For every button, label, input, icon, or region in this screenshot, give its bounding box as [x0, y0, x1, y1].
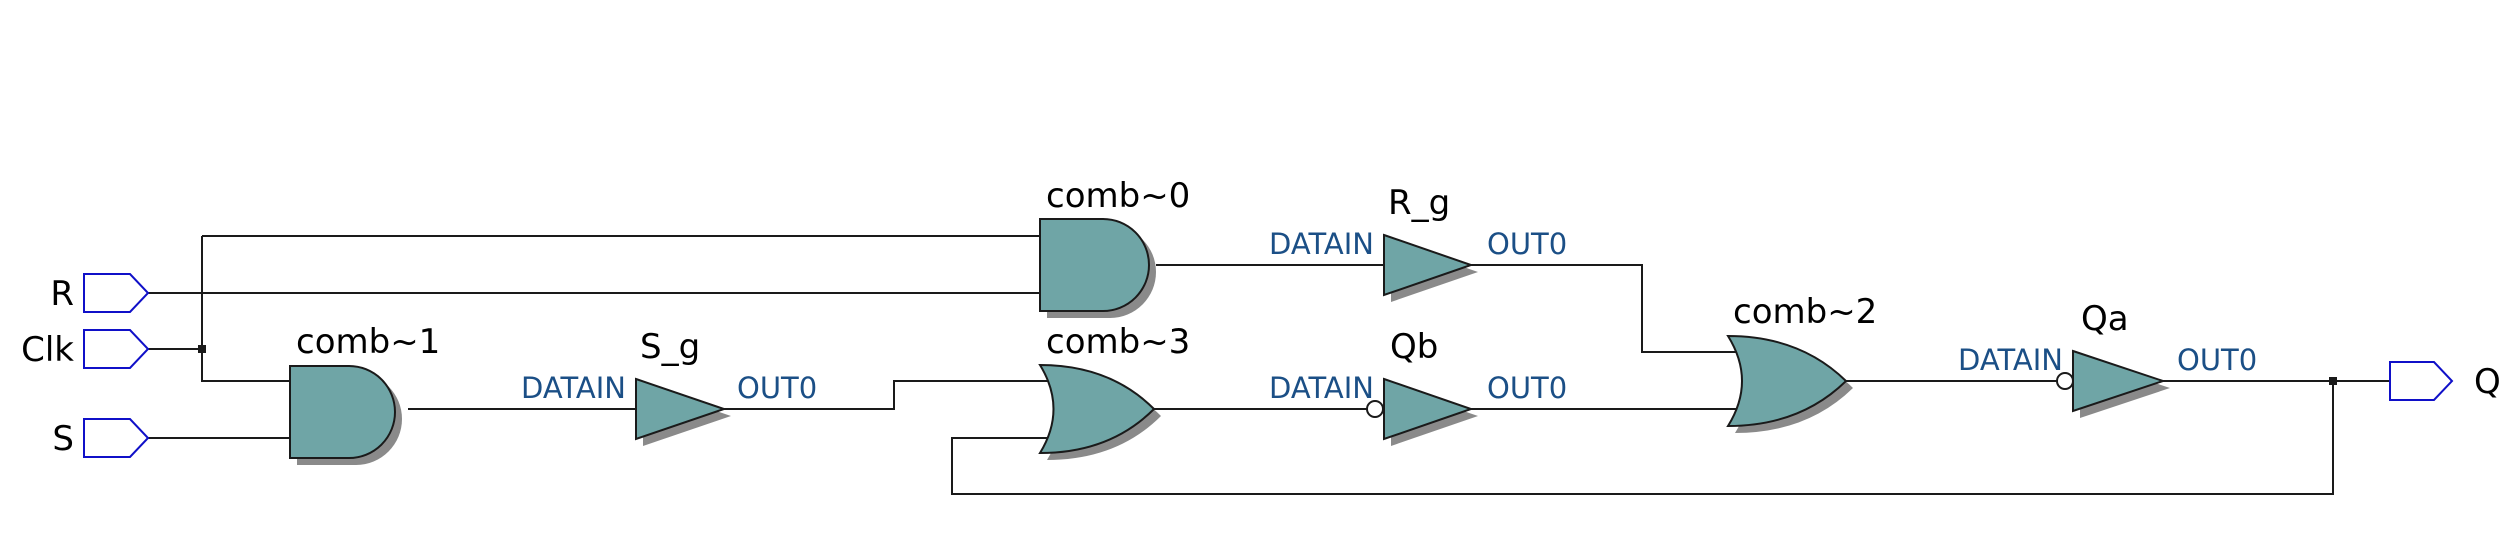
inversion-bubble-qb: [1366, 400, 1384, 418]
instance-label-comb1: comb~1: [296, 322, 440, 362]
pin-label-q: Q: [2474, 362, 2501, 402]
pin-label-s: S: [52, 419, 74, 459]
buffer-r-g[interactable]: R_g DATAIN OUT0: [1269, 183, 1567, 302]
instance-label-s-g: S_g: [640, 327, 700, 367]
pin-label-r: R: [50, 274, 74, 314]
instance-label-r-g: R_g: [1388, 183, 1450, 223]
wire-feedback: [951, 381, 2334, 495]
port-label-qa-datain: DATAIN: [1958, 343, 2063, 377]
gate-comb2-or[interactable]: comb~2: [1726, 292, 1877, 433]
port-label-s-g-out0: OUT0: [737, 371, 817, 405]
gate-comb1-and[interactable]: comb~1: [289, 322, 440, 465]
instance-label-comb0: comb~0: [1046, 176, 1190, 216]
instance-label-qb: Qb: [1390, 327, 1438, 367]
gate-comb3-or[interactable]: comb~3: [1038, 322, 1190, 460]
port-label-r-g-datain: DATAIN: [1269, 227, 1374, 261]
instance-label-qa: Qa: [2081, 299, 2129, 339]
port-label-qb-datain: DATAIN: [1269, 371, 1374, 405]
wires: [148, 235, 2390, 495]
inverter-qb[interactable]: Qb DATAIN OUT0: [1269, 327, 1567, 446]
wire-clk-up: [201, 236, 290, 382]
output-pin-q[interactable]: Q: [2389, 361, 2501, 402]
port-label-qb-out0: OUT0: [1487, 371, 1567, 405]
instance-label-comb3: comb~3: [1046, 322, 1190, 362]
input-pin-clk[interactable]: Clk: [21, 329, 150, 370]
wire-rg-comb2: [1471, 264, 1736, 353]
inverter-qa[interactable]: Qa DATAIN OUT0: [1958, 299, 2257, 418]
junction-clk: [198, 345, 206, 353]
port-label-r-g-out0: OUT0: [1487, 227, 1567, 261]
junction-q: [2329, 377, 2337, 385]
instance-label-comb2: comb~2: [1733, 292, 1877, 332]
input-pin-r[interactable]: R: [50, 273, 150, 314]
pin-label-clk: Clk: [21, 330, 74, 370]
wire-sg-comb3: [724, 380, 1048, 410]
inversion-bubble-qa: [2056, 372, 2074, 390]
gate-comb0-and[interactable]: comb~0: [1039, 176, 1190, 318]
buffer-s-g[interactable]: S_g DATAIN OUT0: [521, 327, 817, 446]
input-pin-s[interactable]: S: [52, 418, 150, 459]
port-label-s-g-datain: DATAIN: [521, 371, 626, 405]
port-label-qa-out0: OUT0: [2177, 343, 2257, 377]
